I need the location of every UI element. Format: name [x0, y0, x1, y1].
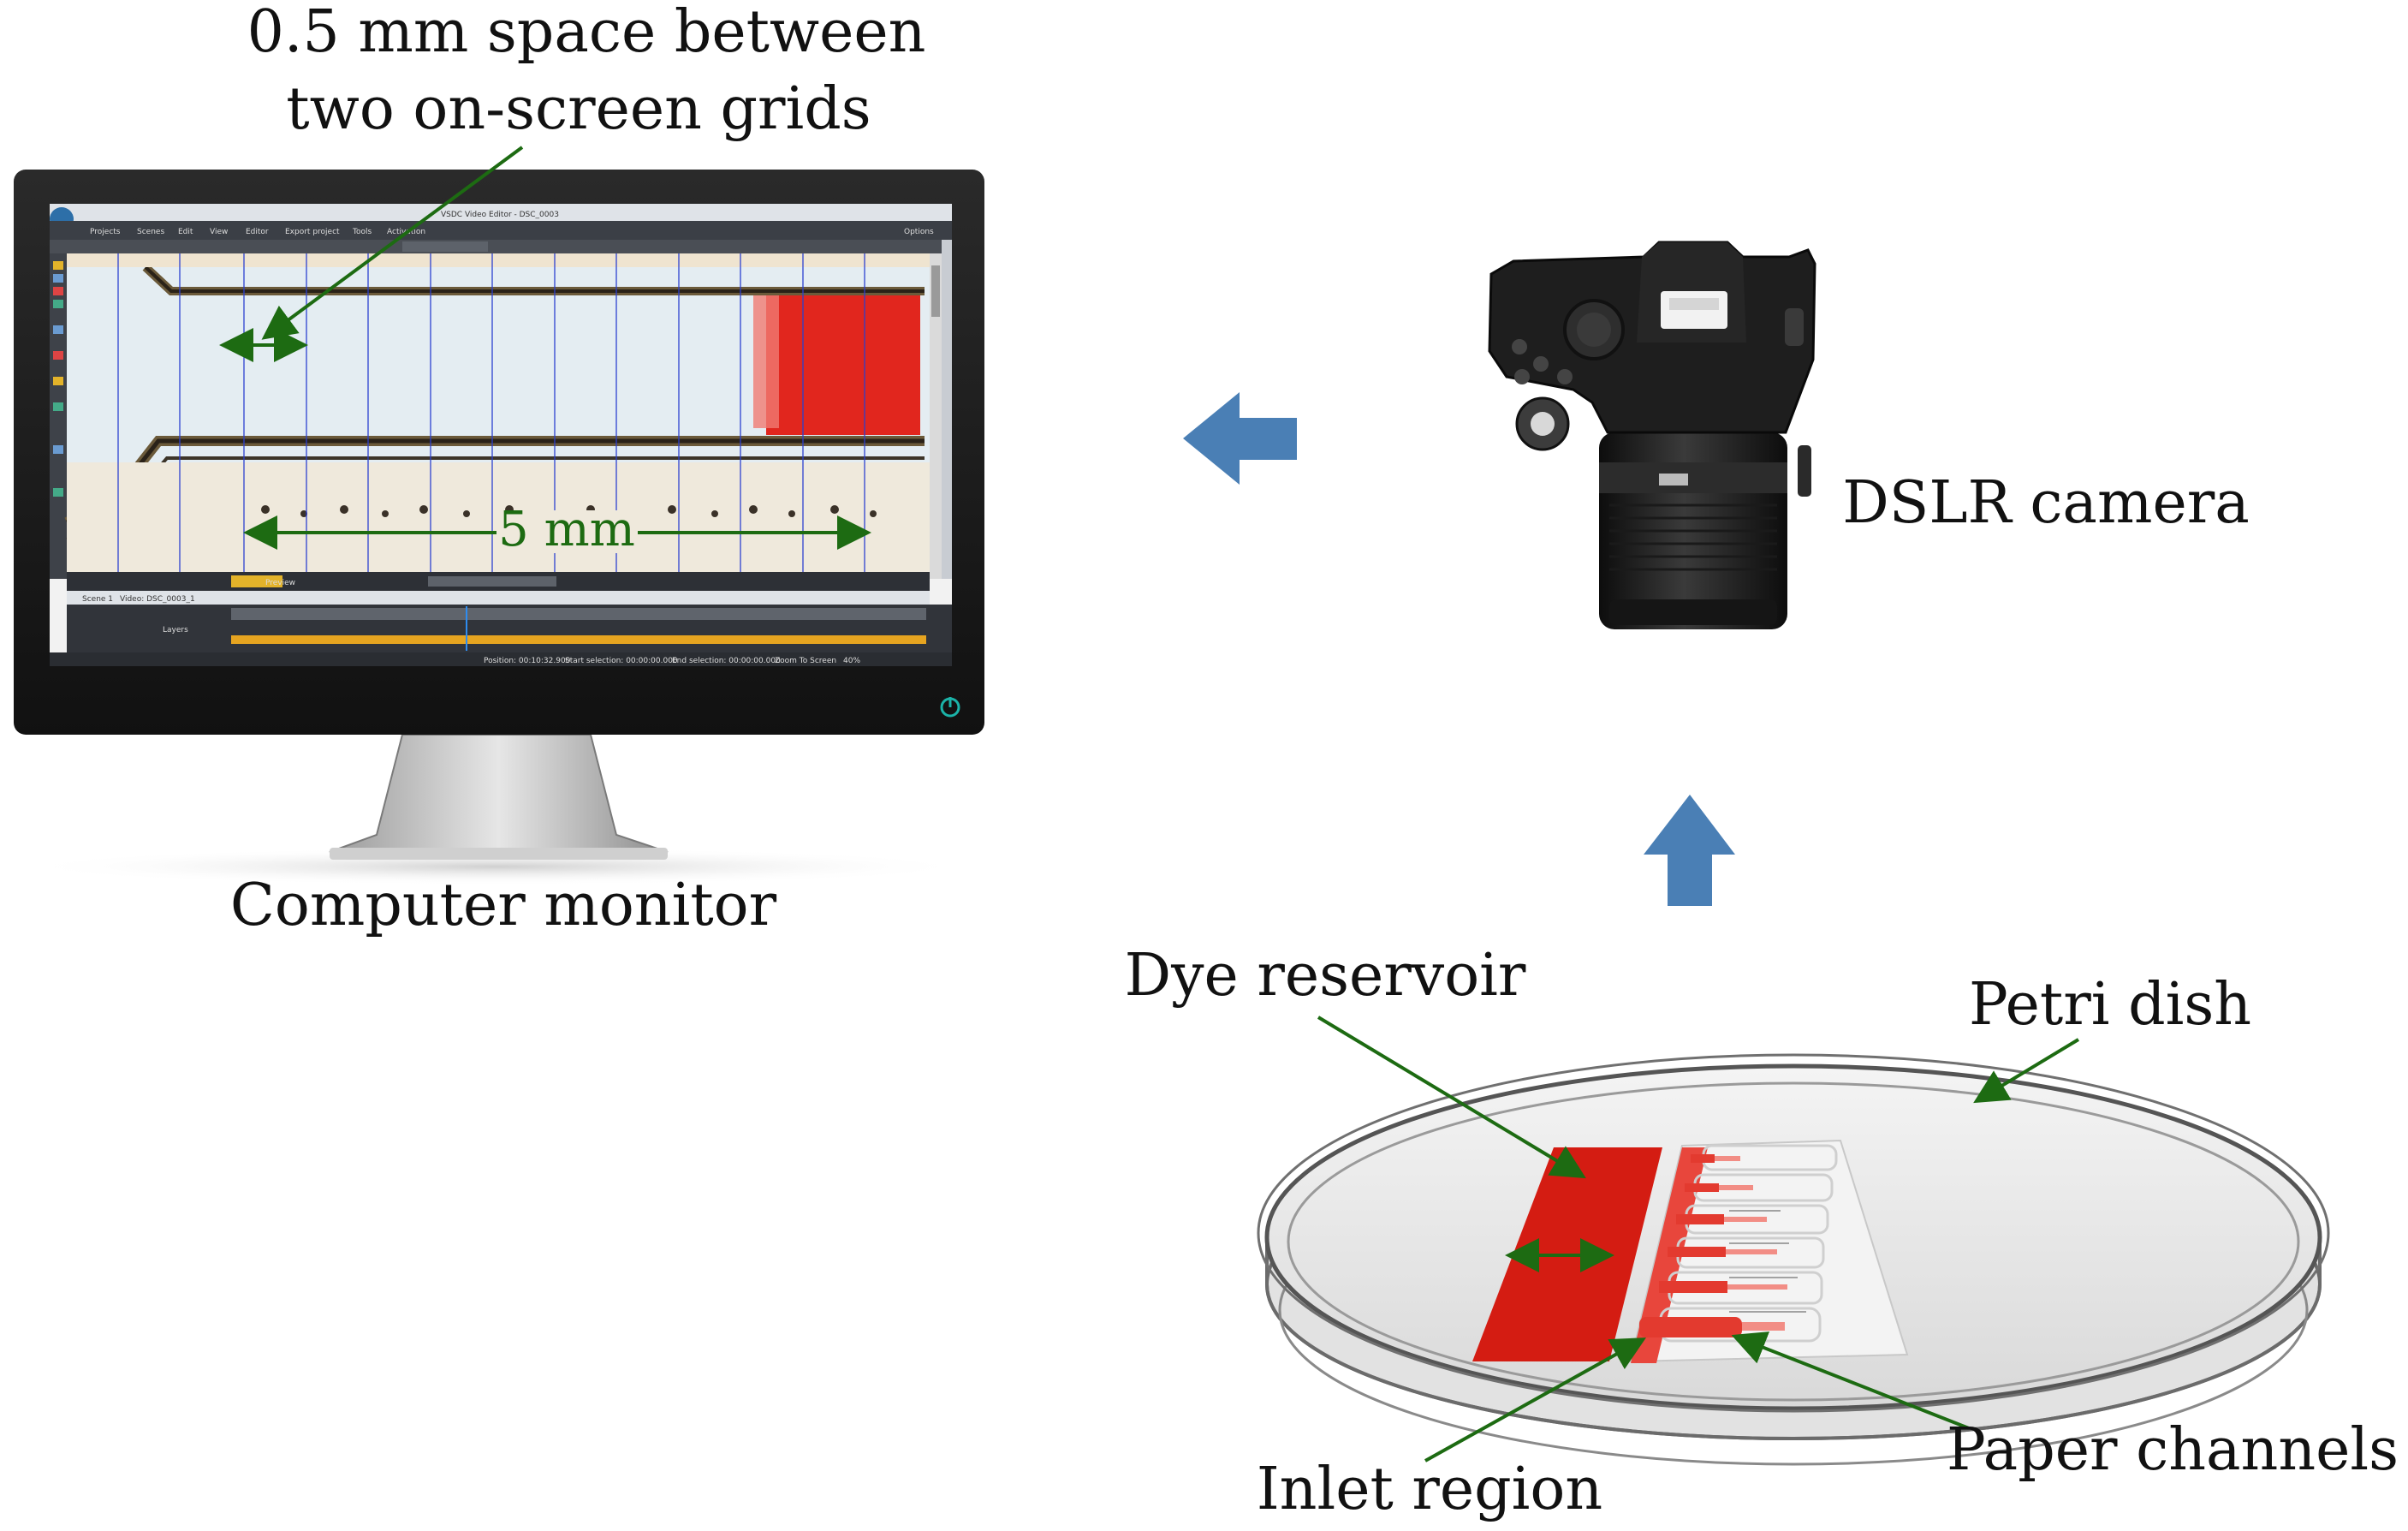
status-start: Start selection: 00:00:00.000 — [565, 657, 678, 665]
menu-scenes: Scenes — [137, 228, 164, 236]
dye-reservoir-pointer — [1317, 1016, 1586, 1179]
dslr-camera-label: DSLR camera — [1842, 469, 2249, 537]
camera-to-monitor-arrow — [1183, 392, 1297, 485]
menu-export: Export project — [285, 228, 340, 236]
monitor-screen: VSDC Video Editor - DSC_0003 Projects Sc… — [50, 204, 952, 666]
menu-projects: Projects — [90, 228, 121, 236]
menu-options: Options — [904, 228, 934, 236]
dye-reservoir-label: Dye reservoir — [1125, 942, 1526, 1010]
status-percent: 40% — [843, 657, 860, 665]
menu-tools: Tools — [352, 228, 372, 236]
petri-dish-label: Petri dish — [1969, 971, 2251, 1039]
status-position: Position: 00:10:32.900 — [484, 657, 571, 665]
layers-label: Layers — [163, 626, 188, 634]
status-zoom: Zoom To Screen — [775, 657, 836, 665]
scene-tab: Scene 1 — [82, 595, 113, 604]
menu-editor: Editor — [246, 228, 269, 236]
paper-channels-pointer — [1731, 1331, 1970, 1430]
grid-spacing-label-line1: 0.5 mm space between — [247, 0, 926, 66]
menu-edit: Edit — [178, 228, 193, 236]
scale-5mm-label: 5 mm — [498, 502, 635, 557]
grid-label-pointer — [261, 146, 524, 340]
grid-spacing-label-line2: two on-screen grids — [286, 75, 871, 143]
computer-monitor: VSDC Video Editor - DSC_0003 Projects Sc… — [14, 146, 984, 885]
paper-channels-label: Paper channels — [1947, 1416, 2399, 1484]
inlet-region-pointer — [1424, 1337, 1646, 1462]
inlet-region-label: Inlet region — [1257, 1456, 1602, 1523]
video-tab: Video: DSC_0003_1 — [120, 595, 195, 604]
menu-view: View — [210, 228, 228, 236]
computer-monitor-label: Computer monitor — [230, 872, 777, 939]
preview-button: Preview — [265, 579, 295, 587]
window-title: VSDC Video Editor - DSC_0003 — [441, 211, 559, 219]
dslr-camera — [1488, 241, 1816, 629]
dish-to-camera-arrow — [1644, 795, 1735, 906]
paper-device — [1472, 1139, 1909, 1363]
status-end: End selection: 00:00:00.000 — [672, 657, 781, 665]
petri-dish-pointer — [1973, 1038, 2080, 1104]
